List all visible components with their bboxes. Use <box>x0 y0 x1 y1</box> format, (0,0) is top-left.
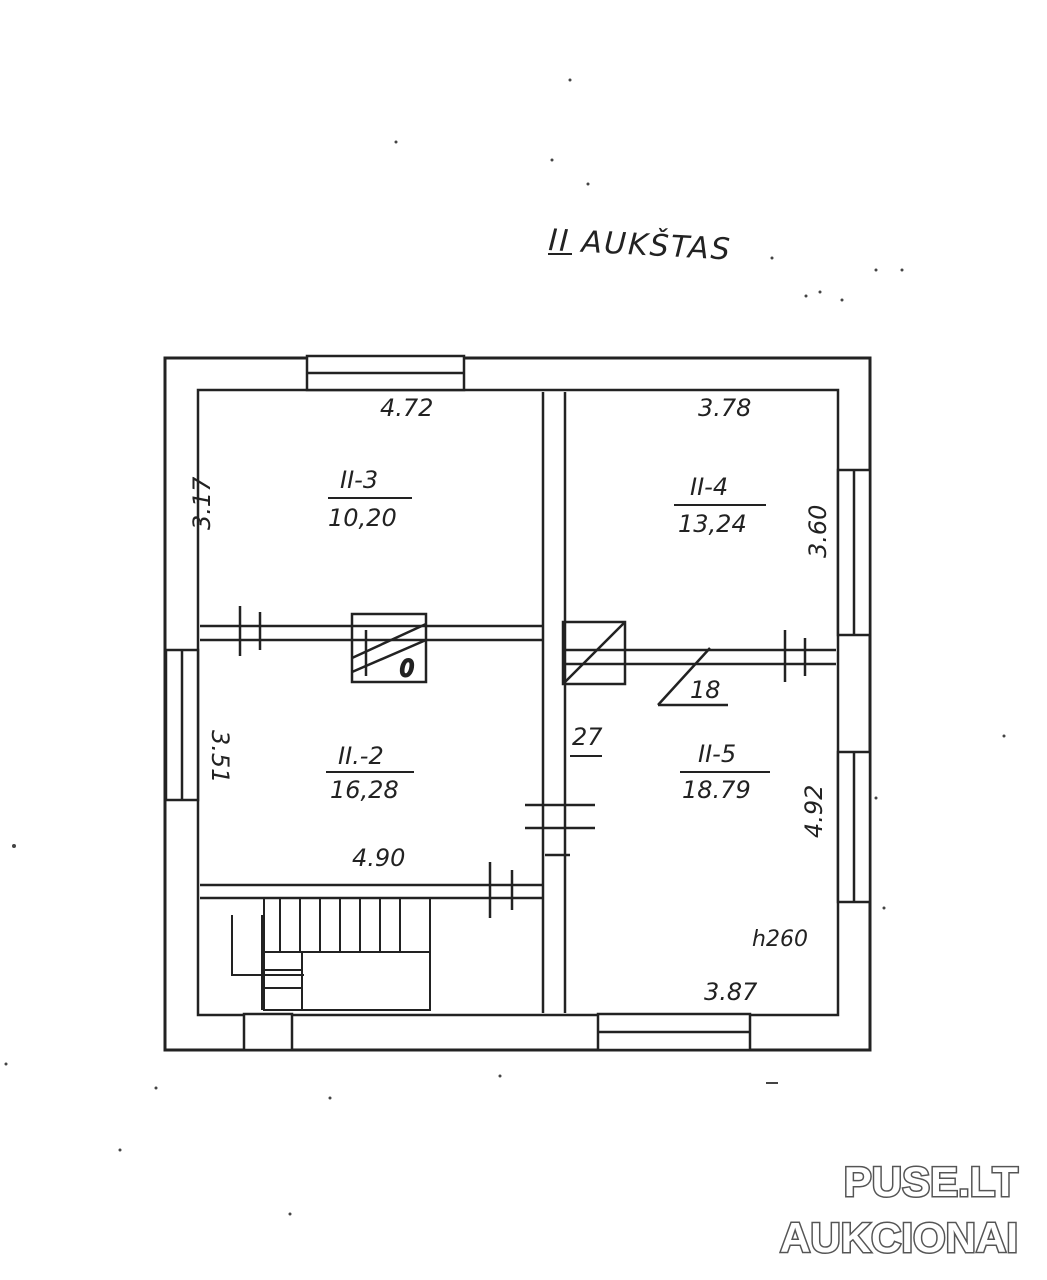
room-ii-4: II-4 13,24 3.78 3.60 <box>674 394 832 558</box>
room-id: II-4 <box>690 473 728 501</box>
interior-walls <box>200 392 836 1013</box>
room-ii-3: II-3 10,20 4.72 3.17 <box>188 394 433 532</box>
ceiling-height-label: h260 <box>752 927 808 952</box>
room-ii-5: II-5 18.79 3.87 4.92 <box>680 740 828 1006</box>
room-id: II-5 <box>698 740 736 768</box>
room-height: 3.17 <box>188 476 216 530</box>
watermark: PUSE.LT AUKCIONAI <box>779 1157 1020 1263</box>
staircase <box>231 897 431 1011</box>
room-id: II.-2 <box>338 742 384 770</box>
watermark-line-2: AUKCIONAI <box>780 1214 1018 1261</box>
room-area: 10,20 <box>328 504 397 532</box>
scan-specks <box>4 78 1006 1216</box>
room-height: 3.51 <box>206 730 234 783</box>
room-id: II-3 <box>340 466 378 494</box>
room-area: 18.79 <box>682 776 751 804</box>
small-stair-label: 18 <box>690 676 721 704</box>
room-width: 4.72 <box>380 394 433 422</box>
door-marks <box>238 606 807 918</box>
room-ii-2: II.-2 16,28 4.90 3.51 <box>206 730 414 872</box>
chimney-block <box>561 620 627 686</box>
room-width: 4.90 <box>352 844 405 872</box>
room-width: 3.78 <box>698 394 751 422</box>
title-text: II AUKŠTAS <box>548 221 733 268</box>
room-height: 3.60 <box>804 505 832 558</box>
room-area: 16,28 <box>330 776 399 804</box>
room-height: 4.92 <box>800 785 828 838</box>
room-area: 13,24 <box>678 510 747 538</box>
small-stair-symbol <box>657 647 728 707</box>
stove-block: 0 <box>350 612 428 684</box>
windows <box>164 354 872 1052</box>
room-width: 3.87 <box>704 978 758 1006</box>
corridor-label: 27 <box>572 723 603 751</box>
plan-title: II AUKŠTAS <box>548 221 733 268</box>
watermark-line-1: PUSE.LT <box>844 1158 1019 1205</box>
stove-label: 0 <box>400 657 414 682</box>
